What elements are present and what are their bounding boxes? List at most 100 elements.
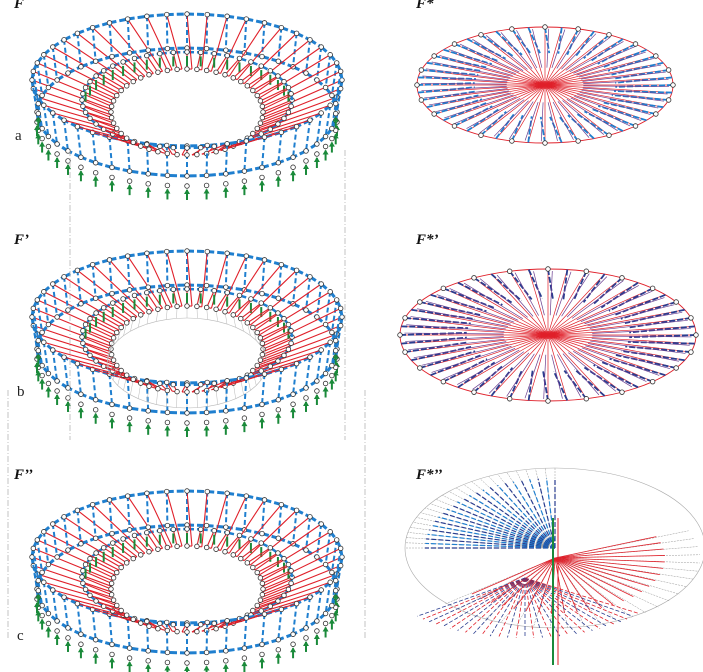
tension-cable <box>172 52 178 70</box>
node <box>184 410 190 416</box>
outer-bottom-compression-edge <box>111 165 130 173</box>
vertical-strut <box>126 495 131 530</box>
compression-force-edge <box>442 358 488 383</box>
tension-cable <box>122 298 142 316</box>
load-arrow-icon <box>39 141 46 147</box>
node <box>78 64 84 70</box>
node <box>414 82 420 88</box>
compression-force-edge <box>597 105 647 122</box>
node <box>65 625 71 631</box>
node <box>236 292 243 299</box>
node <box>126 168 133 174</box>
vertical-strut <box>91 132 97 163</box>
node <box>223 418 229 424</box>
tension-cable <box>95 312 122 328</box>
force-edge <box>576 285 639 321</box>
node <box>34 297 40 303</box>
compression-force-edge <box>430 293 487 313</box>
load-arrow-icon <box>34 125 40 130</box>
node <box>109 651 115 658</box>
force-diagram-label-b: F*’ <box>416 232 439 248</box>
compression-force-edge <box>572 270 588 301</box>
node <box>307 354 313 360</box>
vertical-strut <box>324 54 332 88</box>
tension-cable <box>89 594 117 606</box>
load-arrow-icon <box>322 626 329 632</box>
outer-bottom-compression-edge <box>95 55 113 63</box>
node <box>261 20 268 26</box>
outer-bottom-compression-edge <box>244 402 263 410</box>
node <box>258 131 264 137</box>
tension-force-ray <box>547 334 677 369</box>
node <box>254 602 260 609</box>
node <box>203 182 210 189</box>
node <box>333 110 339 117</box>
node <box>213 149 219 155</box>
node <box>45 370 52 377</box>
ghost-edge <box>226 398 236 403</box>
node <box>327 529 333 535</box>
load-arrow-icon <box>241 661 248 667</box>
node <box>74 600 81 607</box>
tension-fan-edge <box>554 557 643 593</box>
node <box>259 53 265 60</box>
node <box>41 102 47 108</box>
load-arrow-icon <box>259 417 265 423</box>
node <box>124 135 130 141</box>
node <box>39 329 45 336</box>
node <box>145 418 151 424</box>
tension-cable <box>77 603 130 618</box>
node <box>451 41 458 47</box>
vertical-strut <box>76 270 82 304</box>
node <box>89 261 96 268</box>
outer-bottom-compression-edge <box>95 398 113 406</box>
vertical-strut <box>63 357 69 389</box>
ghost-edge <box>226 323 236 328</box>
node <box>267 126 274 132</box>
node <box>583 268 590 274</box>
outer-bottom-compression-edge <box>111 642 130 650</box>
vertical-strut <box>145 143 150 174</box>
tension-cable <box>262 556 343 593</box>
node <box>261 497 268 503</box>
node <box>248 536 254 542</box>
node <box>258 63 264 69</box>
node <box>110 575 117 581</box>
force-edge <box>547 102 558 142</box>
node <box>45 610 52 617</box>
outer-top-compression-edge <box>280 26 298 35</box>
node <box>688 349 694 355</box>
node <box>184 248 190 254</box>
node <box>138 380 144 386</box>
node <box>174 66 180 73</box>
node <box>213 386 219 392</box>
load-arrow-icon <box>303 400 310 406</box>
node <box>259 103 266 110</box>
node <box>170 381 176 388</box>
node <box>417 299 423 305</box>
ghost-edge <box>146 401 157 405</box>
node <box>278 366 285 373</box>
force-edge <box>421 86 507 92</box>
tension-fan-edge <box>501 557 556 607</box>
node <box>164 282 171 289</box>
outer-bottom-compression-edge <box>95 161 113 169</box>
tension-force-ray <box>509 271 549 336</box>
vertical-strut <box>91 504 97 539</box>
node <box>307 514 313 520</box>
outer-top-compression-edge <box>246 17 265 25</box>
node <box>259 174 265 181</box>
tension-cable <box>254 283 322 331</box>
node <box>665 97 672 103</box>
tension-cable <box>103 605 127 616</box>
node <box>184 11 190 17</box>
force-edge <box>524 354 541 399</box>
node <box>54 314 60 320</box>
node <box>261 134 268 140</box>
vertical-strut <box>36 62 44 96</box>
force-fan-edge <box>524 577 622 623</box>
tension-force-ray <box>547 294 666 336</box>
node <box>223 47 229 53</box>
node <box>65 307 71 313</box>
node <box>288 103 294 109</box>
